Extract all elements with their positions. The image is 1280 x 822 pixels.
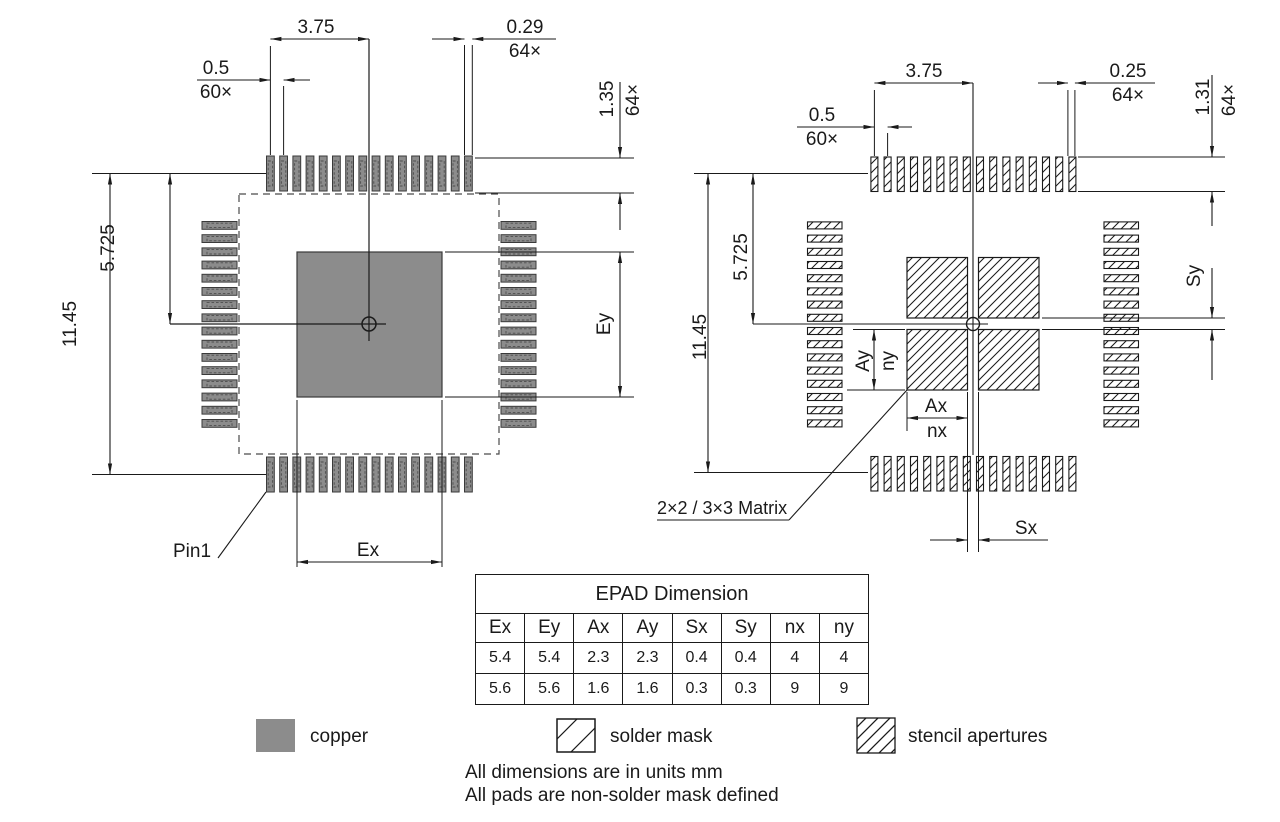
stencil-aperture-view: 3.75 0.25 64× 0.5 60× 1.31 64× 11.45 5.7…: [657, 61, 1240, 552]
table-cell: 5.4: [474, 642, 526, 674]
right-center-mark: [753, 83, 988, 455]
table-cell: 4: [769, 642, 820, 674]
right-dim-5-725-label: 5.725: [731, 233, 752, 281]
stencil-sy-label: Sy: [1184, 264, 1205, 287]
left-dim-0-29-count: 64×: [509, 41, 541, 62]
col-header-ay: Ay: [622, 613, 673, 643]
stencil-ax-label: Ax: [925, 396, 948, 417]
table-row: 5.6 5.6 1.6 1.6 0.3 0.3 9 9: [474, 673, 870, 705]
left-dim-0-5-count: 60×: [200, 82, 232, 103]
stencil-ny-label: ny: [878, 350, 899, 371]
legend-stencil-apertures-label: stencil apertures: [908, 726, 1048, 747]
note-units: All dimensions are in units mm: [465, 762, 723, 783]
stencil-nx-label: nx: [927, 421, 948, 442]
copper-perimeter-pads: [201, 155, 537, 493]
right-dimension-lines: [657, 75, 1215, 543]
col-header-sx: Sx: [671, 613, 722, 643]
stencil-epad-matrix: [906, 256, 1040, 391]
col-header-ey: Ey: [524, 613, 575, 643]
right-dim-0-25-label: 0.25: [1110, 61, 1147, 82]
solder-mask-swatch: [556, 718, 596, 753]
pin1-label: Pin1: [173, 541, 211, 562]
right-extension-lines: [694, 90, 1225, 552]
matrix-callout-label: 2×2 / 3×3 Matrix: [657, 498, 787, 518]
right-dim-0-5-count: 60×: [806, 129, 838, 150]
left-epad-ex-label: Ex: [357, 540, 380, 561]
table-cell: 4: [818, 642, 870, 674]
col-header-nx: nx: [769, 613, 820, 643]
stencil-perimeter-apertures: [806, 156, 1140, 492]
table-cell: 5.6: [524, 673, 575, 705]
epad-dimension-table: EPAD Dimension Ex Ey Ax Ay Sx Sy nx ny 5…: [474, 574, 870, 705]
right-dim-0-5-label: 0.5: [809, 105, 835, 126]
right-dim-1-31-count: 64×: [1219, 84, 1240, 116]
table-cell: 5.4: [524, 642, 575, 674]
right-dim-11-45-label: 11.45: [690, 314, 711, 360]
stencil-ay-label: Ay: [853, 350, 874, 372]
table-header-row: Ex Ey Ax Ay Sx Sy nx ny: [474, 613, 870, 643]
table-cell: 0.4: [720, 642, 771, 674]
col-header-ny: ny: [818, 613, 870, 643]
left-epad-ey-label: Ey: [594, 312, 615, 335]
right-dim-0-25-count: 64×: [1112, 85, 1144, 106]
col-header-sy: Sy: [720, 613, 771, 643]
legend-copper-label: copper: [310, 726, 369, 747]
left-dim-3-75-label: 3.75: [298, 17, 335, 38]
right-dim-3-75-label: 3.75: [906, 61, 943, 82]
table-cell: 1.6: [573, 673, 624, 705]
left-dim-11-45-label: 11.45: [60, 301, 81, 347]
copper-land-pattern-view: 3.75 0.29 64× 0.5 60× 1.35 64× Ey 11.45 …: [60, 17, 644, 567]
left-dim-1-35-label: 1.35: [597, 81, 618, 118]
stencil-sx-label: Sx: [1015, 518, 1038, 539]
left-dim-0-5-label: 0.5: [203, 58, 229, 79]
table-cell: 2.3: [622, 642, 673, 674]
table-cell: 1.6: [622, 673, 673, 705]
stencil-apertures-swatch: [856, 717, 896, 754]
table-row: 5.4 5.4 2.3 2.3 0.4 0.4 4 4: [474, 642, 870, 674]
table-title: EPAD Dimension: [475, 574, 869, 614]
package-outline-dashed: [238, 193, 500, 455]
left-extension-lines: [92, 45, 634, 567]
left-dimension-lines: [107, 36, 623, 565]
left-center-mark: [170, 39, 386, 341]
note-nsmd: All pads are non-solder mask defined: [465, 785, 779, 806]
table-cell: 9: [769, 673, 820, 705]
col-header-ax: Ax: [573, 613, 624, 643]
left-dim-5-725-label: 5.725: [98, 224, 119, 272]
legend-solder-mask-label: solder mask: [610, 726, 713, 747]
right-dim-1-31-label: 1.31: [1193, 79, 1214, 116]
legend-swatches: [256, 717, 896, 754]
table-cell: 0.4: [671, 642, 722, 674]
left-dim-0-29-label: 0.29: [507, 17, 544, 38]
copper-swatch: [256, 719, 295, 752]
table-cell: 5.6: [474, 673, 526, 705]
table-cell: 0.3: [671, 673, 722, 705]
table-cell: 9: [818, 673, 870, 705]
col-header-ex: Ex: [474, 613, 526, 643]
left-dim-1-35-count: 64×: [623, 84, 644, 116]
table-cell: 0.3: [720, 673, 771, 705]
table-cell: 2.3: [573, 642, 624, 674]
